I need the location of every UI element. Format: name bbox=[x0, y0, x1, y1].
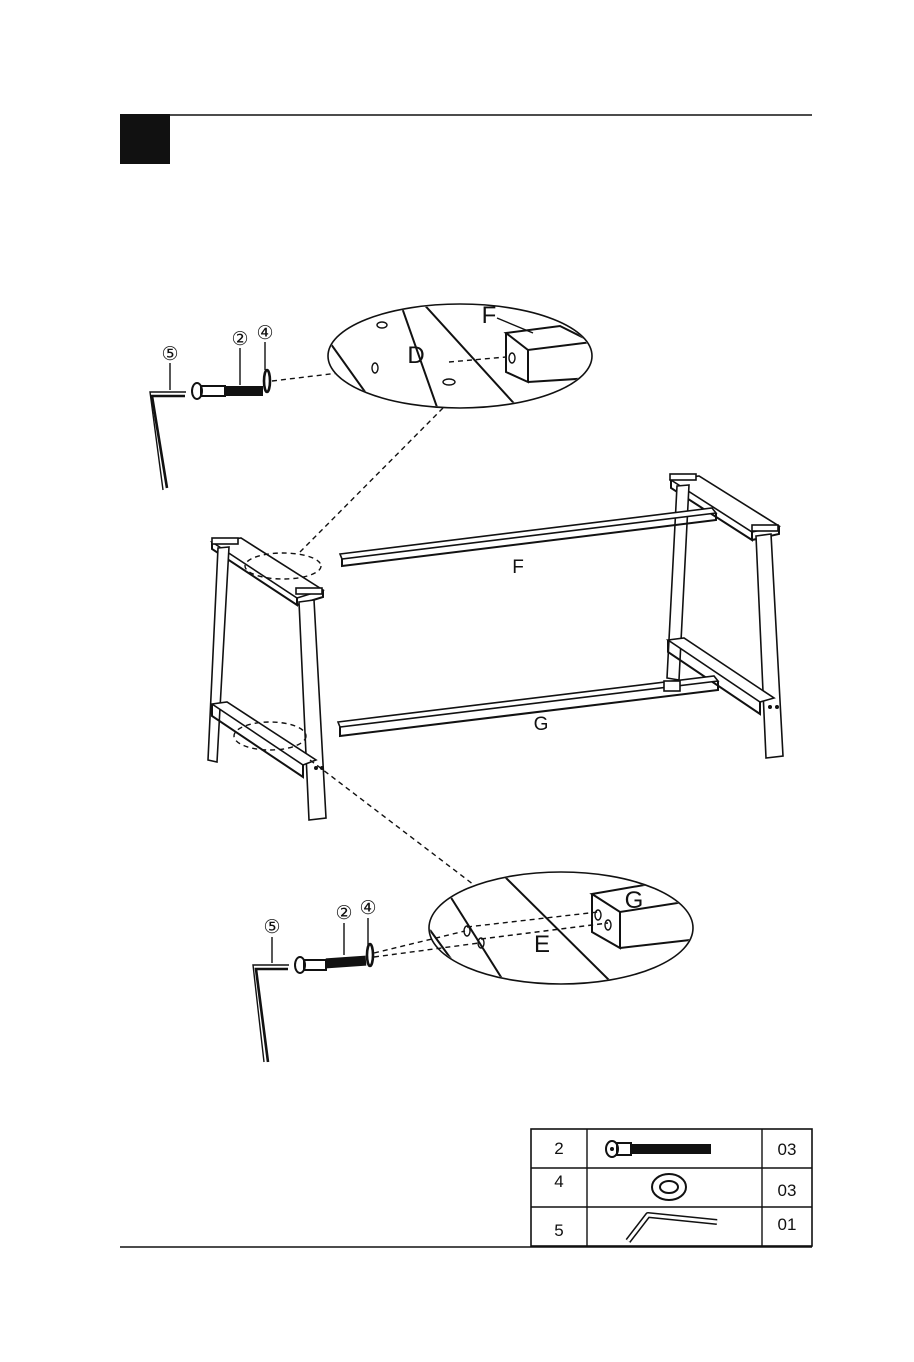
callout-item-label: ② bbox=[231, 329, 248, 350]
part-qty: 03 bbox=[778, 1140, 797, 1159]
washer-icon bbox=[367, 944, 373, 966]
area-label-E: E bbox=[534, 931, 550, 958]
left-leg bbox=[208, 538, 326, 820]
top-rail-F bbox=[340, 508, 716, 566]
allen-key-icon bbox=[256, 969, 288, 1062]
part-id: 2 bbox=[554, 1139, 563, 1158]
detail-magnifier bbox=[328, 304, 592, 408]
callout-item-label: ② bbox=[335, 903, 352, 924]
part-label-F: F bbox=[482, 302, 497, 329]
part-label-G: G bbox=[625, 887, 644, 914]
hardware-table: 2 03 4 03 5 01 bbox=[531, 1129, 812, 1246]
washer-icon bbox=[264, 370, 270, 392]
bolt-icon bbox=[295, 956, 366, 973]
area-label-D: D bbox=[407, 342, 424, 369]
callout-item-label: ⑤ bbox=[263, 917, 280, 938]
table-frame: F G bbox=[208, 474, 783, 820]
step-number-box bbox=[120, 114, 170, 164]
bottom-rail-G bbox=[338, 676, 718, 736]
part-id: 4 bbox=[554, 1172, 563, 1191]
frame-label-G: G bbox=[534, 714, 549, 735]
frame-label-F: F bbox=[512, 557, 524, 578]
callout-item-label: ④ bbox=[359, 898, 376, 919]
part-qty: 03 bbox=[778, 1181, 797, 1200]
part-qty: 01 bbox=[778, 1215, 797, 1234]
callout-item-label: ⑤ bbox=[161, 344, 178, 365]
callout-item-label: ④ bbox=[256, 323, 273, 344]
step-header bbox=[120, 114, 812, 164]
top-callout: ⑤ ② ④ F bbox=[150, 300, 592, 552]
bolt-icon bbox=[192, 383, 263, 399]
detail-magnifier bbox=[429, 872, 693, 984]
part-id: 5 bbox=[554, 1221, 563, 1240]
